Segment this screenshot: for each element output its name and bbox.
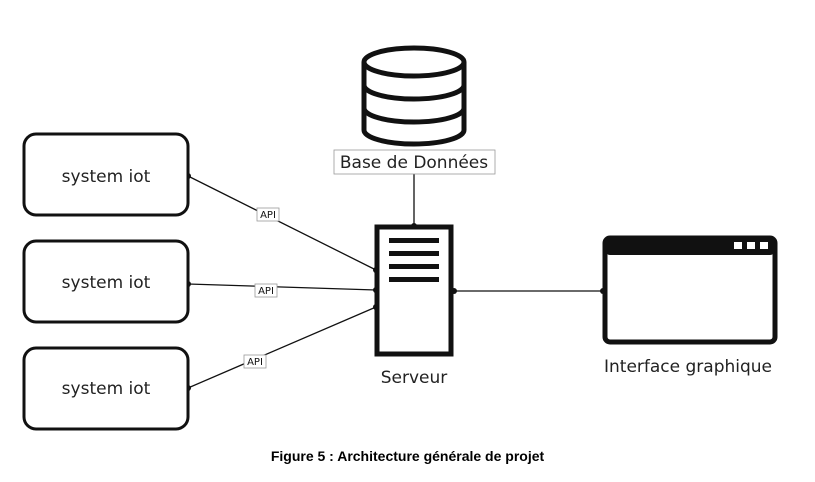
api-label-text: API bbox=[260, 210, 276, 221]
api-label: API bbox=[254, 283, 278, 298]
iot-system-label: system iot bbox=[62, 273, 151, 293]
database-icon bbox=[361, 45, 467, 147]
server-label: Serveur bbox=[381, 368, 448, 388]
iot-system-box: system iot bbox=[22, 132, 190, 217]
interface-label: Interface graphique bbox=[604, 357, 772, 377]
connector-iot-2-server bbox=[187, 283, 377, 291]
figure-caption: Figure 5 : Architecture générale de proj… bbox=[270, 448, 545, 464]
api-label: API bbox=[243, 354, 267, 369]
database-label-box: Base de Données bbox=[333, 149, 496, 175]
iot-system-label: system iot bbox=[62, 379, 151, 399]
api-label-text: API bbox=[258, 286, 274, 297]
iot-system-box: system iot bbox=[22, 346, 190, 431]
connector-iot-3-server bbox=[187, 306, 377, 389]
iot-system-box: system iot bbox=[22, 239, 190, 324]
iot-system-label: system iot bbox=[62, 167, 151, 187]
api-label-text: API bbox=[247, 357, 263, 368]
database-label: Base de Données bbox=[340, 153, 488, 173]
server-icon bbox=[374, 224, 454, 357]
api-label: API bbox=[256, 207, 280, 222]
connections bbox=[187, 172, 603, 389]
window-icon bbox=[602, 235, 778, 345]
connector-iot-1-server bbox=[187, 175, 377, 271]
